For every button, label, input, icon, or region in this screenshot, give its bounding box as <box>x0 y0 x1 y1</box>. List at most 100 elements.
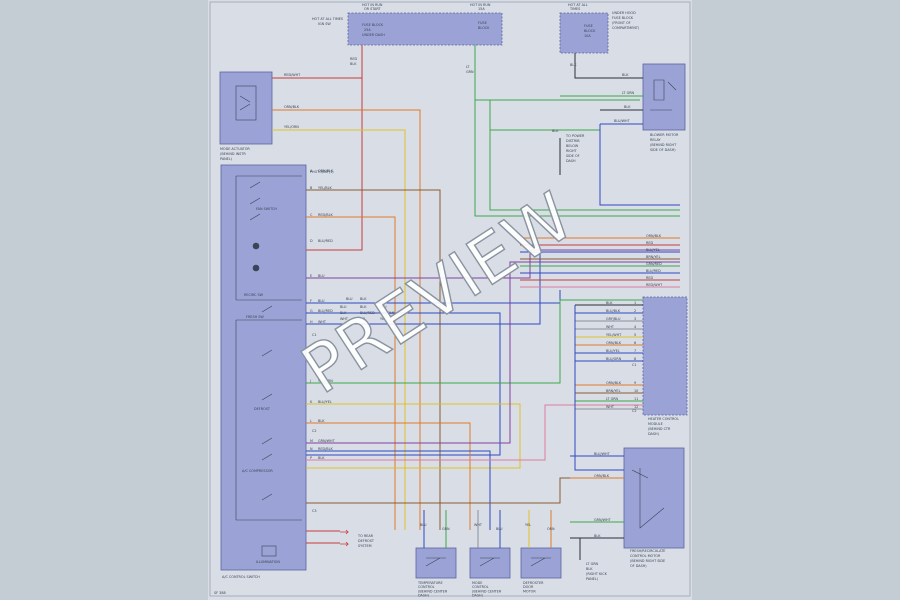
hc-wire-3: WHT <box>606 325 615 329</box>
motor-2-caption-0: DEFROSTER <box>523 581 544 585</box>
wire-blue-24 <box>306 450 491 530</box>
cs-wire-A: ORN/BLK <box>318 169 334 173</box>
hc-pin-3: 4 <box>634 325 636 329</box>
hc-wire-7: BLU/GRN <box>606 357 622 361</box>
cs-wire-J: YEL/GRN <box>318 379 333 383</box>
hc-caption-2: MODULE <box>648 422 663 426</box>
mode-caption-2: (BEHIND INSTR <box>220 152 246 156</box>
wire-violet-16 <box>306 249 680 279</box>
hc-caption-1: HEATER CONTROL <box>648 417 679 421</box>
cs-pin-J: J <box>309 379 311 383</box>
ground-note-line-6: DASH <box>566 159 576 163</box>
motor-1-caption-1: CONTROL <box>472 585 489 589</box>
cs-wire-L: BLK <box>318 419 325 423</box>
top-fuse-right-text: HOT AT ALL TIMES FUSE BLOCK 10A UNDER HO… <box>568 3 640 67</box>
control-switch-title: A/C CONTROL SWITCH <box>222 575 260 579</box>
ground-note-line-5: SIDE OF <box>566 154 580 158</box>
defrost-motor-box <box>520 547 562 579</box>
hc-wire-4: YEL/WHT <box>606 333 622 337</box>
rm-caption-1: FRESH/RECIRCULATE <box>630 549 665 553</box>
hc-pin-1: 2 <box>634 309 636 313</box>
mid-label-2: BLU <box>380 305 387 309</box>
page-border <box>209 1 691 597</box>
mid-label-5: BLU/BLK <box>380 311 395 315</box>
wire-label-6: BLU/WHT <box>614 119 631 123</box>
fuse-right-label-1: FUSE <box>584 24 593 28</box>
cs-wire-N: RED/BLK <box>318 447 333 451</box>
control-switch-top-label: PHOTO/INT(1) <box>310 170 334 174</box>
bundle-label-7: RED/WHT <box>646 283 663 287</box>
ground-note-line-4: RIGHT <box>566 149 578 153</box>
part-recirc-sw: RECIRC SW <box>244 293 264 297</box>
motor-1-wire-0: WHT <box>474 523 483 527</box>
page-code: SF 388 <box>214 591 226 595</box>
mode-actuator-box <box>219 71 273 145</box>
motor-0-caption-0: TEMPERATURE <box>417 581 443 585</box>
rm-caption-4: OF DASH) <box>630 564 647 568</box>
wire-red-0 <box>306 45 363 251</box>
wire-label-5: BLK <box>624 105 631 109</box>
motor-1-caption-3: DASH) <box>472 594 484 598</box>
mid-label-8: YEL <box>380 317 386 321</box>
defrost-note-1: TO REAR <box>357 534 374 538</box>
fuse-block-top-right <box>559 12 609 54</box>
ground-note-line-0: BLK <box>552 129 559 133</box>
control-switch-box <box>220 164 307 571</box>
mode-caption-1: MODE ACTUATOR <box>220 147 250 151</box>
top-fuse-mid-text: HOT IN RUN FUSE BLOCK 15A LT GRN <box>466 3 491 74</box>
wire-green-5 <box>489 130 680 211</box>
fuse-right-label-3: 10A <box>584 34 591 38</box>
hc-pin-5: 6 <box>634 341 636 345</box>
recirc-motor-box <box>623 447 685 549</box>
blower-relay-caption: BLOWER MOTOR RELAY (BEHIND RIGHT SIDE OF… <box>650 133 679 152</box>
motor-0-wire-1: GRN <box>442 527 450 531</box>
fuse-right-side-1: UNDER HOOD <box>612 11 636 15</box>
part-illumination: ILLUMINATION <box>256 560 280 564</box>
motor-0-caption-1: CONTROL <box>418 585 435 589</box>
relay-caption-1: BLOWER MOTOR <box>650 133 679 137</box>
wire-green-1 <box>474 45 640 101</box>
preview-watermark: PREVIEW <box>288 177 588 410</box>
wire-violet-23 <box>306 261 680 444</box>
fuse-mid-wire-1: LT <box>466 65 470 69</box>
temp-motor-box <box>415 547 457 579</box>
fuse-left-label-3: UNDER DASH <box>362 33 385 37</box>
cs-pin-G: G <box>310 309 313 313</box>
cs-pin-C: C <box>310 213 313 217</box>
relay-caption-3: (BEHIND RIGHT <box>650 143 677 147</box>
hc-wire-11: WHT <box>606 405 615 409</box>
cs-pin-K: K <box>310 400 313 404</box>
hc-wire-0: BLK <box>606 301 613 305</box>
cs-wire-P: BLK <box>318 456 325 460</box>
cs-pin-N: N <box>310 447 313 451</box>
cs-pin-E: E <box>310 274 312 278</box>
rm-ground-1: LT GRN <box>586 562 599 566</box>
cs-wire-M: GRN/WHT <box>318 439 336 443</box>
cs-pin-A: A <box>310 169 313 173</box>
mid-label-3: BLK <box>340 311 347 315</box>
motor-0-caption-3: DASH) <box>418 594 430 598</box>
part-ac-compressor: A/C COMPRESSOR <box>242 469 273 473</box>
motor-1-wire-1: BLU <box>496 527 503 531</box>
fuse-left-label-1: FUSE BLOCK <box>362 23 384 27</box>
rm-ground-3: (RIGHT KICK <box>586 572 608 576</box>
wire-brown-26 <box>306 477 624 504</box>
motor-0-wire-0: BLU <box>420 523 427 527</box>
switch-internals <box>235 175 302 557</box>
fuse-left-label-2: 25A <box>364 28 371 32</box>
wire-layer <box>272 45 680 560</box>
fuse-right-label-2: BLOCK <box>584 29 596 33</box>
part-fresh-sw: FRESH SW <box>246 315 264 319</box>
fuse-mid-sub: 15A <box>478 7 485 11</box>
wire-black-3 <box>574 53 643 79</box>
hc-wire-9: BRN/YEL <box>606 389 621 393</box>
diode-label-1: BLK <box>360 297 367 301</box>
rm-wire-3: BLK <box>594 534 601 538</box>
wire-green-2 <box>474 100 680 217</box>
hc-wire-10: LT GRN <box>606 397 619 401</box>
control-switch-caption: A/C CONTROL SWITCH PHOTO/INT(1) FAN SWIT… <box>222 170 334 579</box>
wire-orange-7 <box>272 109 421 530</box>
fuse-mid-title: HOT IN RUN <box>470 3 491 7</box>
motor-0-caption-2: (BEHIND CENTER <box>418 589 448 593</box>
